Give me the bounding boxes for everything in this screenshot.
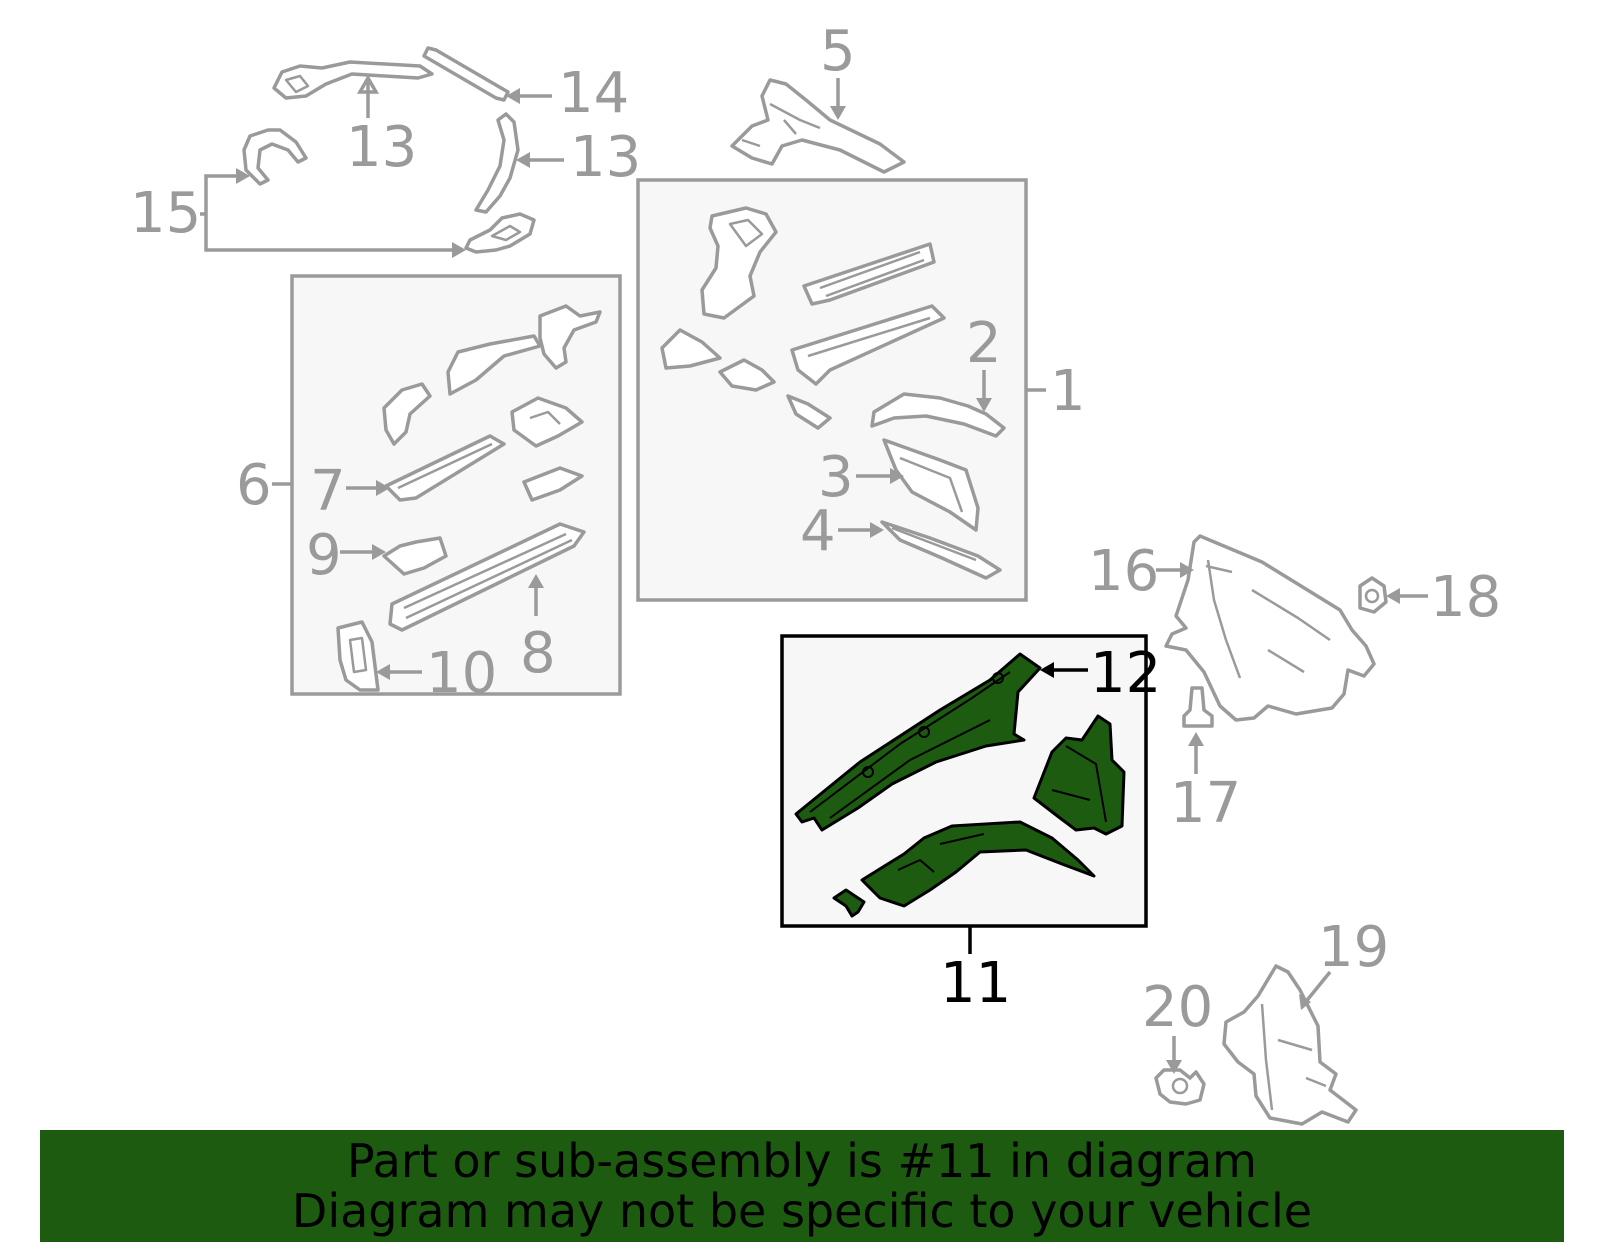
callout-3: 3	[818, 445, 854, 510]
callout-11: 11	[940, 951, 1011, 1016]
callout-5: 5	[820, 19, 856, 84]
part-11-small-bracket[interactable]	[832, 888, 866, 918]
callout-9: 9	[306, 523, 342, 588]
info-banner: Part or sub-assembly is #11 in diagram D…	[40, 1130, 1564, 1242]
callout-17: 17	[1170, 771, 1241, 836]
callout-8: 8	[520, 621, 556, 686]
leader-15-bracket	[204, 174, 460, 252]
callout-19: 19	[1318, 915, 1389, 980]
callout-4: 4	[800, 499, 836, 564]
callout-6: 6	[236, 453, 272, 518]
callout-18: 18	[1430, 565, 1501, 630]
banner-vehicle-disclaimer: Diagram may not be specific to your vehi…	[291, 1184, 1313, 1238]
leader-19	[1302, 970, 1332, 1006]
callout-7: 7	[310, 459, 346, 524]
part-13-lower-bracket[interactable]	[474, 112, 520, 214]
part-15-clip-lower[interactable]	[464, 212, 536, 254]
box-6-parts	[336, 304, 602, 692]
part-11-lower-rail[interactable]	[860, 820, 1096, 908]
part-18-nut[interactable]	[1358, 576, 1388, 614]
part-5-bracket[interactable]	[730, 78, 906, 174]
callout-1: 1	[1050, 359, 1086, 424]
callout-12: 12	[1090, 641, 1161, 706]
part-19-shield[interactable]	[1222, 964, 1358, 1126]
part-12-apron-reinforcement[interactable]	[794, 652, 1042, 832]
part-20-clip[interactable]	[1154, 1068, 1206, 1106]
part-11-shock-tower[interactable]	[1032, 714, 1126, 836]
part-15-clip-upper[interactable]	[242, 128, 308, 186]
callout-20: 20	[1142, 975, 1213, 1040]
callout-2: 2	[966, 311, 1002, 376]
info-banner-background	[40, 1130, 1564, 1242]
callout-13b: 13	[570, 125, 641, 190]
callout-14: 14	[558, 61, 629, 126]
part-17-bolt[interactable]	[1182, 686, 1214, 728]
part-16-splash-shield[interactable]	[1164, 534, 1376, 722]
callout-13a: 13	[346, 115, 417, 180]
callout-15: 15	[130, 181, 201, 246]
part-14-rod[interactable]	[422, 46, 510, 102]
box-1-parts	[660, 206, 1006, 580]
callout-10: 10	[426, 641, 497, 706]
banner-part-notice: Part or sub-assembly is #11 in diagram	[347, 1134, 1257, 1188]
part-13-upper-rail[interactable]	[272, 60, 434, 100]
assembly-box-1[interactable]	[636, 178, 1028, 602]
callout-16: 16	[1088, 539, 1159, 604]
